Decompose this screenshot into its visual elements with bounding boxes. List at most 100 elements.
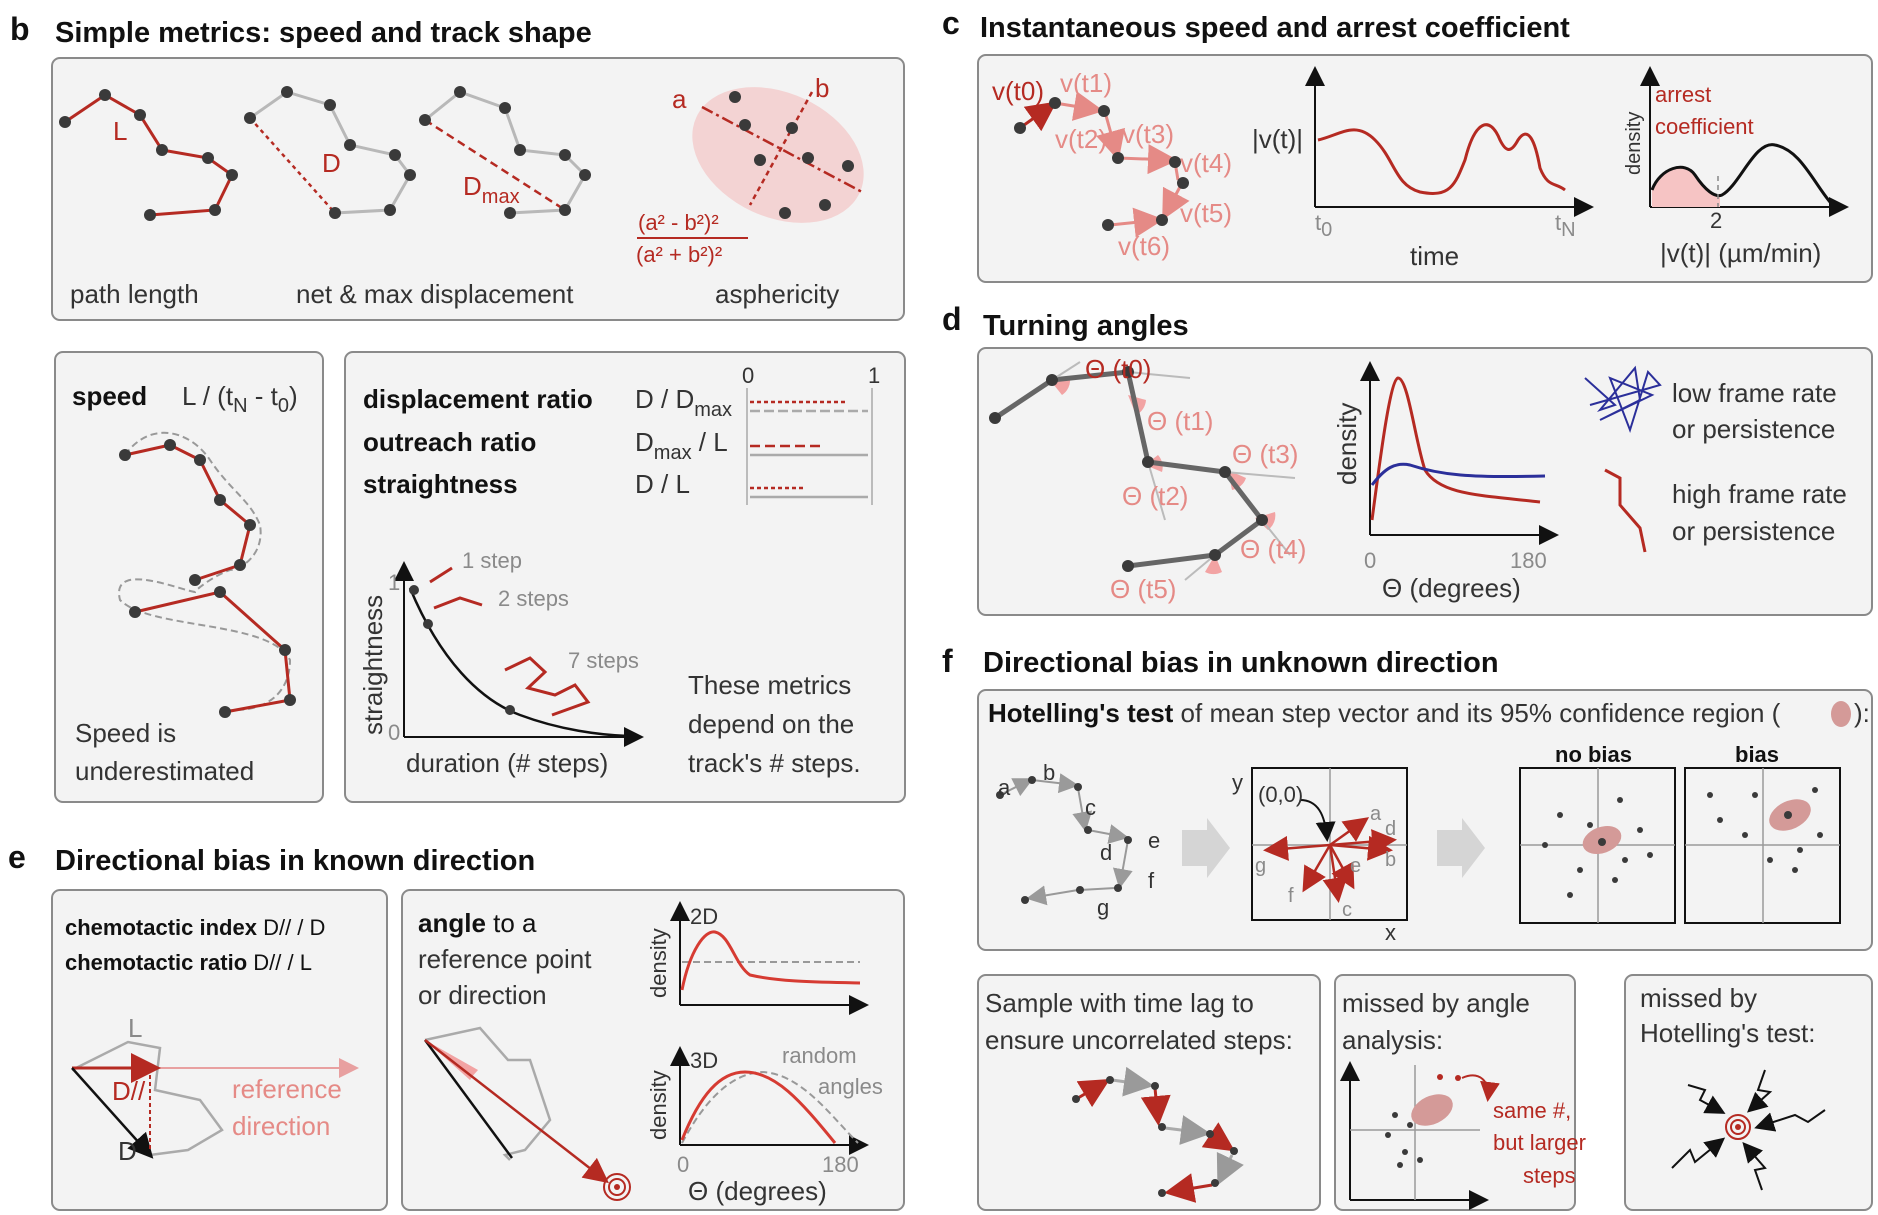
chemo-label-D: D — [118, 1136, 137, 1166]
label-Dmax: Dmax — [463, 171, 520, 208]
reference-label-2: direction — [232, 1111, 330, 1141]
reference-label-1: reference — [232, 1074, 342, 1104]
asphericity-diagram: a b (a² - b²)² (a² + b²)² — [636, 73, 864, 267]
step-letter-b: b — [1043, 760, 1055, 785]
chemo-label-L: L — [128, 1013, 142, 1043]
v-label-2: v(t2) — [1055, 124, 1107, 154]
section-c: c Instantaneous speed and arrest coeffic… — [942, 5, 1873, 283]
high-frame-rate-2: or persistence — [1672, 516, 1835, 546]
time-lag-track — [1072, 1066, 1244, 1203]
panel-instantaneous-speed — [977, 54, 1873, 283]
missed-angle-plot: same #, but larger steps — [1340, 1061, 1586, 1210]
note-line1: These metrics — [688, 670, 851, 700]
speed-track — [118, 431, 296, 718]
speed-note-line2: underestimated — [75, 756, 254, 786]
asphericity-numerator: (a² - b²)² — [638, 210, 719, 235]
arrest-density: density — [1623, 112, 1645, 175]
label-3D: 3D — [690, 1048, 718, 1073]
missed-angle-line1: missed by angle — [1342, 988, 1530, 1018]
frame-rate-legend: low frame rate or persistence high frame… — [1584, 365, 1847, 553]
tN-label: tN — [1555, 210, 1576, 241]
section-letter-b: b — [10, 11, 30, 47]
no-bias-label: no bias — [1555, 742, 1632, 767]
step-vector-plot: (0,0) y x a b c d e f g — [1232, 767, 1408, 945]
vec-b: b — [1385, 849, 1396, 871]
axis-y-label: y — [1232, 770, 1243, 795]
section-title-f: Directional bias in unknown direction — [983, 647, 1499, 679]
turning-xlabel: Θ (degrees) — [1382, 573, 1521, 603]
confidence-region-icon — [1831, 701, 1851, 727]
step-letter-e: e — [1148, 828, 1160, 853]
step-letter-a: a — [998, 775, 1011, 800]
panel-ratios — [344, 351, 906, 803]
turning-density-ylabel: density — [1332, 403, 1362, 485]
straightness-ylabel: straightness — [358, 595, 388, 735]
ratio-formula-straightness: D / L — [635, 469, 690, 499]
step-letter-f: f — [1148, 868, 1155, 893]
section-title-c: Instantaneous speed and arrest coefficie… — [980, 12, 1570, 44]
angle-line2: reference point — [418, 944, 592, 974]
straightness-plot: 1 0 straightness duration (# steps) 1 st… — [358, 548, 644, 778]
label-a: a — [672, 84, 687, 114]
label-b: b — [815, 73, 829, 103]
missed-hotelling-diagram — [1671, 1069, 1826, 1191]
vec-d: d — [1385, 818, 1396, 840]
angle-diagram — [423, 1026, 631, 1201]
time-lag-line1: Sample with time lag to — [985, 988, 1254, 1018]
note-line3: track's # steps. — [688, 748, 861, 778]
angle-2d-density: density — [646, 928, 671, 998]
speed-note-line1: Speed is — [75, 718, 176, 748]
theta-label-2: Θ (t2) — [1122, 481, 1188, 511]
angle-3d-density-plot: density 3D random angles 0 180 Θ (degree… — [646, 1043, 883, 1206]
asphericity-denominator: (a² + b²)² — [636, 242, 722, 267]
caption-path-length: path length — [70, 279, 199, 309]
panel-chemotactic — [51, 889, 388, 1211]
section-title-d: Turning angles — [983, 310, 1189, 342]
chemo-label-Dpar: D// — [112, 1076, 146, 1106]
turning-angle-density-plot: density 0 180 Θ (degrees) — [1332, 361, 1559, 603]
high-frame-rate-1: high frame rate — [1672, 479, 1847, 509]
chemotactic-index-label: chemotactic index D// / D — [65, 915, 325, 940]
panel-missed-angle — [1334, 974, 1576, 1211]
v-label-6: v(t6) — [1118, 231, 1170, 261]
vec-g: g — [1255, 855, 1266, 877]
speed-formula: L / (tN - t0) — [182, 381, 298, 417]
panel-turning-angles — [977, 347, 1873, 616]
same-steps-line2: but larger — [1493, 1130, 1586, 1155]
chemotactic-diagram: L D// D reference direction — [71, 1013, 359, 1166]
no-bias-plot: no bias — [1519, 742, 1676, 924]
theta-label-4: Θ (t4) — [1240, 534, 1306, 564]
ratio-name-displacement: displacement ratio — [363, 384, 593, 414]
ratio-formula-displacement: D / Dmax — [635, 384, 732, 421]
section-letter-f: f — [942, 643, 953, 679]
straightness-y1: 1 — [388, 570, 400, 595]
ratio-formula-outreach: Dmax / L — [635, 427, 728, 464]
step-track: a b c d e f g — [996, 760, 1160, 920]
note-line2: depend on the — [688, 709, 854, 739]
missed-hotelling-line2: Hotelling's test: — [1640, 1018, 1816, 1048]
straightness-y0: 0 — [388, 720, 400, 745]
vec-a: a — [1370, 803, 1382, 825]
random-angles-2: angles — [818, 1074, 883, 1099]
ratio-scale-1: 1 — [868, 363, 880, 388]
section-title-e: Directional bias in known direction — [55, 845, 535, 877]
v-label-5: v(t5) — [1180, 198, 1232, 228]
caption-displacement: net & max displacement — [296, 279, 574, 309]
t0-label: t0 — [1315, 210, 1332, 241]
label-D: D — [322, 148, 341, 178]
step-letter-c: c — [1085, 795, 1096, 820]
arrest-xlabel: |v(t)| (µm/min) — [1660, 238, 1821, 268]
section-b: b Simple metrics: speed and track shape … — [10, 11, 906, 803]
angle-line3: or direction — [418, 980, 547, 1010]
angle-2d-density-plot: density 2D — [646, 901, 869, 1015]
turning-angle-track: Θ (t0) Θ (t1) Θ (t2) Θ (t3) Θ (t4) Θ (t5… — [989, 354, 1306, 604]
label-2-steps: 2 steps — [498, 586, 569, 611]
panel-speed — [54, 351, 324, 803]
vec-f: f — [1288, 885, 1294, 907]
v-label-1: v(t1) — [1060, 68, 1112, 98]
same-steps-line1: same #, — [1493, 1098, 1571, 1123]
max-displacement-track: Dmax — [419, 86, 591, 219]
missed-angle-line2: analysis: — [1342, 1025, 1443, 1055]
chemotactic-ratio-label: chemotactic ratio D// / L — [65, 950, 312, 975]
origin-label: (0,0) — [1258, 782, 1303, 807]
